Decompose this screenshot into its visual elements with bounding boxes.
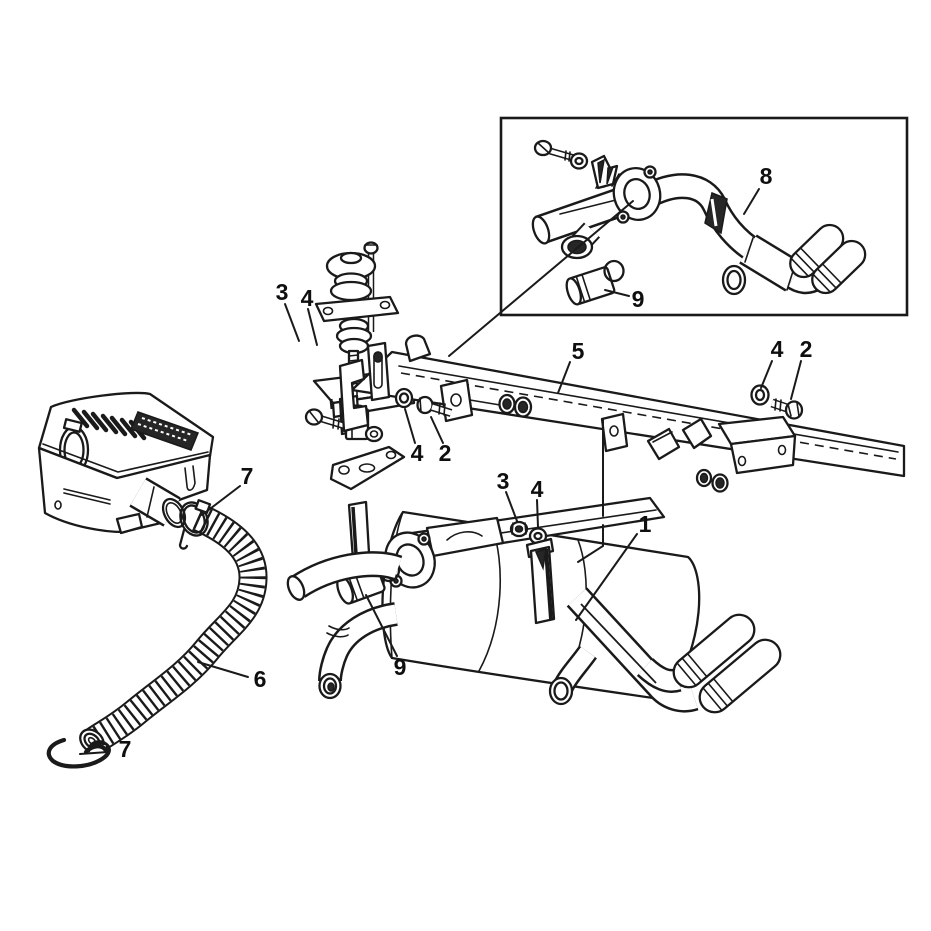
- bolt-right: [770, 398, 804, 420]
- inset-detail-box: [499, 116, 909, 317]
- crossbar-foot-bracket: [717, 415, 797, 475]
- tailpipe-tip: [811, 239, 867, 295]
- vent-grille-panel: [130, 411, 199, 451]
- intake-hose: [46, 499, 268, 769]
- vent-slots: [71, 407, 147, 441]
- callout-3: 3: [276, 279, 289, 305]
- o-ring: [603, 259, 625, 283]
- callout-labels: 8 9 3 4 5 4 2 4 2 3 4 1 9 7 6 7: [119, 163, 813, 762]
- callout-7: 7: [119, 736, 132, 762]
- callout-6: 6: [254, 666, 267, 692]
- callout-2: 2: [800, 336, 813, 362]
- callout-4: 4: [301, 285, 314, 311]
- flange-washer: [569, 152, 589, 170]
- mount-foot: [115, 512, 144, 535]
- callout-5: 5: [572, 338, 585, 364]
- mount-plate: [314, 295, 400, 323]
- manifold-bracket: [590, 154, 619, 190]
- callout-1: 1: [639, 511, 652, 537]
- tailpipe: [566, 587, 699, 713]
- support-crossbar: [338, 334, 906, 493]
- callout-4: 4: [771, 336, 784, 362]
- triangle-bracket-plate: [329, 445, 406, 491]
- assembly-reference-line: [577, 418, 604, 563]
- callout-9: 9: [394, 654, 407, 680]
- exhaust-manifold-assembly: [531, 139, 867, 306]
- bolt-left: [416, 395, 453, 417]
- crossbar-hook: [404, 334, 432, 363]
- muffler-nut: [509, 520, 529, 538]
- pipe-open-end: [531, 215, 551, 245]
- air-cleaner-box: [37, 391, 215, 535]
- washer-right: [750, 384, 770, 406]
- hanger-strap: [525, 537, 556, 625]
- hose-clamp-bottom: [46, 737, 111, 769]
- callout-4: 4: [531, 476, 544, 502]
- callout-9: 9: [632, 286, 645, 312]
- callout-8: 8: [760, 163, 773, 189]
- pipe-hanger-wedge: [704, 191, 728, 235]
- callout-4: 4: [411, 440, 424, 466]
- muffler-assembly: [286, 496, 782, 714]
- callout-leaders: [79, 188, 802, 755]
- washer-left: [394, 387, 414, 409]
- tailpipe-tip: [672, 613, 756, 689]
- tailpipe-tip: [698, 638, 782, 714]
- callout-7: 7: [241, 463, 254, 489]
- crossbar-left-end: [338, 358, 370, 433]
- crossbar-bracket: [600, 412, 629, 453]
- callout-2: 2: [439, 440, 452, 466]
- hose-clamp-top: [178, 499, 212, 550]
- flange-bolt: [533, 139, 575, 162]
- inset-reference-line: [448, 200, 634, 357]
- callout-3: 3: [497, 468, 510, 494]
- pipe-open-end: [286, 575, 306, 601]
